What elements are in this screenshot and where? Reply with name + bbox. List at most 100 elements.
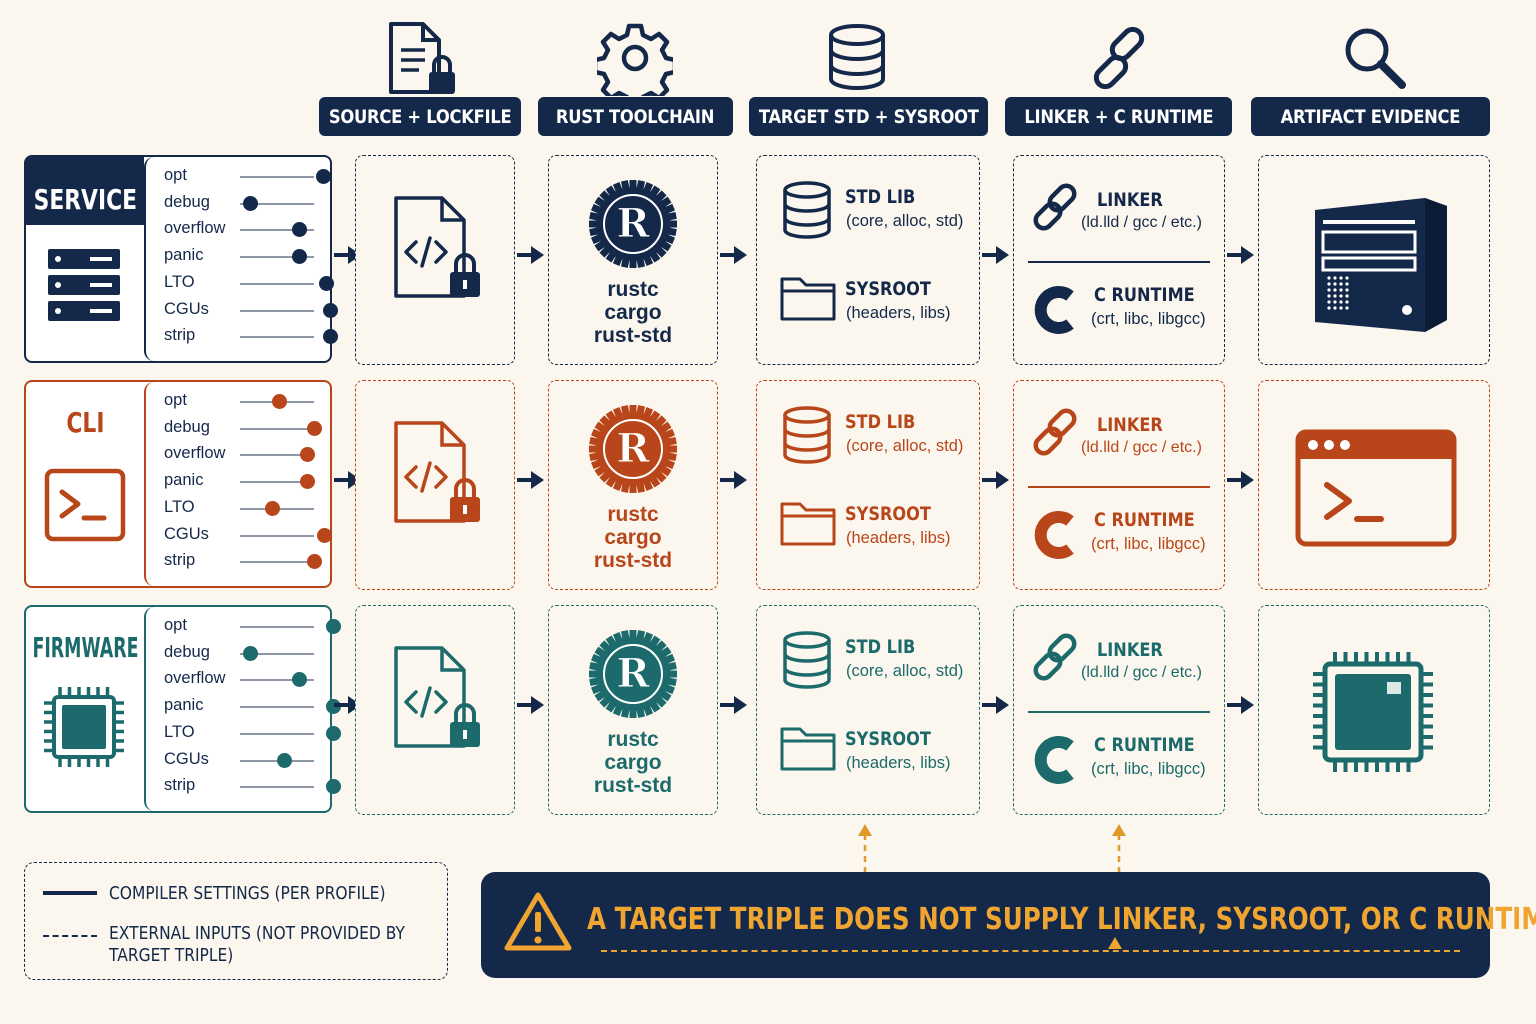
chain-link-icon: [1032, 407, 1082, 462]
flow-arrow: [720, 468, 747, 492]
setting-label: overflow: [164, 444, 226, 463]
setting-label: LTO: [164, 497, 195, 516]
stage-linker-c-runtime: LINKER(ld.lld / gcc / etc.)C RUNTIME(crt…: [1013, 380, 1225, 590]
c-language-icon: [1032, 284, 1082, 341]
profile-name: SERVICE: [26, 171, 144, 227]
warning-triangle-icon: [504, 892, 572, 951]
setting-overflow: overflow: [164, 441, 318, 467]
setting-slider-knob[interactable]: [326, 619, 342, 634]
setting-panic: panic: [164, 468, 318, 494]
setting-cgus: CGUs: [164, 522, 333, 548]
setting-slider-knob[interactable]: [306, 554, 322, 570]
setting-slider-knob[interactable]: [277, 752, 293, 768]
profile-name-text: SERVICE: [33, 182, 137, 216]
setting-label: overflow: [164, 669, 226, 688]
flow-arrow: [1227, 693, 1254, 717]
setting-opt: opt: [164, 388, 318, 414]
setting-slider-knob[interactable]: [242, 645, 258, 661]
setting-track: [240, 229, 314, 232]
code-file-lock-icon: [390, 644, 484, 759]
setting-slider-knob[interactable]: [326, 699, 342, 715]
database-icon: [781, 405, 833, 470]
chain-link-icon: [1032, 182, 1082, 237]
c-runtime-subtitle: (crt, libc, libgcc): [1091, 760, 1206, 778]
toolchain-cargo: cargo: [604, 751, 662, 774]
sysroot-subtitle: (headers, libs): [846, 754, 951, 772]
setting-label: LTO: [164, 272, 195, 291]
setting-cgus: CGUs: [164, 297, 339, 323]
linker-title: LINKER: [1097, 189, 1174, 211]
flow-arrow: [334, 243, 361, 267]
std-lib-subtitle: (core, alloc, std): [846, 662, 964, 680]
setting-slider-knob[interactable]: [242, 195, 258, 211]
setting-lto: LTO: [164, 495, 318, 521]
setting-track: [240, 652, 314, 655]
setting-slider-knob[interactable]: [326, 779, 342, 795]
std-lib-title: STD LIB: [845, 186, 928, 208]
setting-slider-knob[interactable]: [272, 394, 288, 409]
std-lib-title-text: STD LIB: [845, 186, 916, 208]
setting-slider-knob[interactable]: [299, 447, 315, 463]
setting-label: CGUs: [164, 524, 209, 543]
setting-slider-knob[interactable]: [306, 420, 322, 436]
setting-slider-knob[interactable]: [326, 725, 342, 741]
toolchain-cargo: cargo: [604, 301, 662, 324]
code-file-lock-icon: [390, 419, 484, 534]
c-runtime-title: C RUNTIME: [1094, 284, 1212, 306]
code-file-lock-icon: [390, 194, 484, 309]
setting-slider-knob[interactable]: [265, 500, 281, 516]
toolchain-rustc: rustc: [607, 278, 659, 301]
c-language-icon: [1032, 509, 1082, 566]
column-header-target-std: TARGET STD + SYSROOT: [749, 97, 988, 136]
setting-label: panic: [164, 696, 204, 715]
setting-slider-knob[interactable]: [299, 474, 315, 490]
warning-marker-icon: [1108, 937, 1122, 949]
setting-track: [240, 706, 314, 709]
warning-banner: A TARGET TRIPLE DOES NOT SUPPLY LINKER, …: [481, 872, 1536, 978]
setting-strip: strip: [164, 773, 342, 799]
legend-solid-line: [43, 891, 97, 895]
setting-slider-knob[interactable]: [291, 672, 307, 688]
c-runtime-title-text: C RUNTIME: [1094, 509, 1195, 531]
profile-name-text: CLI: [65, 405, 105, 439]
setting-label: debug: [164, 192, 210, 211]
setting-track: [240, 626, 314, 628]
setting-debug: debug: [164, 640, 318, 666]
stage-linker-c-runtime: LINKER(ld.lld / gcc / etc.)C RUNTIME(crt…: [1013, 605, 1225, 815]
flow-arrow: [517, 468, 544, 492]
stage-target-std-sysroot: STD LIB(core, alloc, std) SYSROOT(header…: [756, 380, 980, 590]
pointer-to-sysroot: [858, 824, 872, 874]
flow-arrow: [982, 468, 1009, 492]
setting-track: [240, 202, 314, 205]
std-lib-subtitle: (core, alloc, std): [846, 437, 964, 455]
setting-label: opt: [164, 166, 187, 184]
profile-name-text: FIRMWARE: [32, 630, 139, 664]
setting-track: [240, 256, 314, 259]
setting-label: strip: [164, 551, 196, 570]
setting-label: debug: [164, 417, 210, 436]
legend: COMPILER SETTINGS (PER PROFILE) EXTERNAL…: [24, 862, 448, 980]
c-runtime-title: C RUNTIME: [1094, 509, 1212, 531]
setting-label: strip: [164, 326, 196, 345]
folder-icon: [779, 496, 837, 551]
stage-linker-c-runtime: LINKER(ld.lld / gcc / etc.)C RUNTIME(crt…: [1013, 155, 1225, 365]
setting-track: [240, 176, 314, 178]
setting-slider-knob[interactable]: [319, 275, 335, 291]
toolchain-rust-std: rust-std: [593, 324, 673, 347]
setting-track: [240, 732, 314, 735]
setting-slider-knob[interactable]: [323, 329, 339, 345]
setting-slider-knob[interactable]: [291, 249, 307, 265]
setting-track: [240, 679, 314, 682]
setting-track: [240, 454, 314, 457]
setting-slider-knob[interactable]: [317, 527, 333, 543]
setting-slider-knob[interactable]: [291, 222, 307, 238]
setting-slider-knob[interactable]: [316, 169, 332, 184]
setting-slider-knob[interactable]: [323, 302, 339, 318]
